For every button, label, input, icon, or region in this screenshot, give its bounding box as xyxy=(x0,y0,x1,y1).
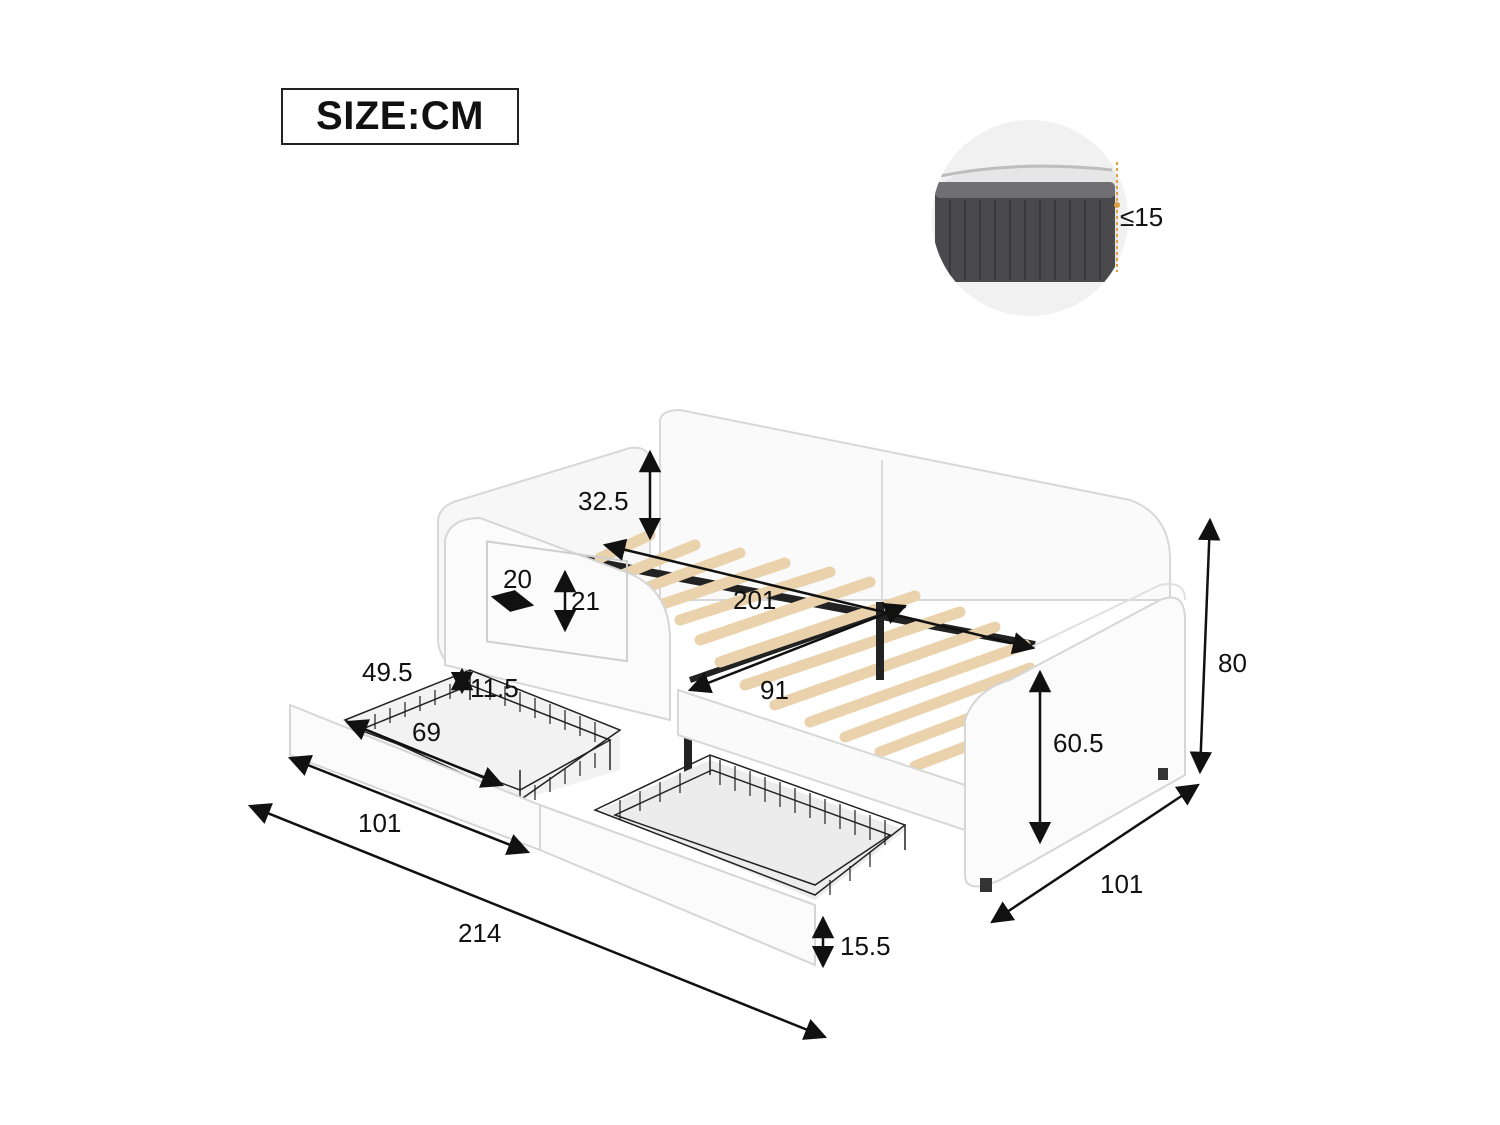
inner-width-label: 91 xyxy=(760,675,789,705)
total-length-label: 214 xyxy=(458,918,501,948)
drawer-inner-height-label: 11.5 xyxy=(470,673,519,703)
drawer-height-label: 15.5 xyxy=(840,931,891,961)
front-arm-height-label: 60.5 xyxy=(1053,728,1104,758)
drawer-inner-width-label: 49.5 xyxy=(362,657,413,687)
mattress-inset xyxy=(932,120,1128,316)
mattress-thickness-label: ≤15 xyxy=(1120,202,1163,232)
dimension-arrows xyxy=(247,449,1221,1040)
side-panel-height-label: 32.5 xyxy=(578,486,629,516)
unit-label-box: SIZE:CM xyxy=(281,88,519,145)
inner-length-label: 201 xyxy=(733,585,776,615)
drawer-length-label: 101 xyxy=(358,808,401,838)
total-height-label: 80 xyxy=(1218,648,1247,678)
drawer-inner-length-label: 69 xyxy=(412,717,441,747)
pocket-height-label: 21 xyxy=(571,586,600,616)
pocket-width-label: 20 xyxy=(503,564,532,594)
back-rest xyxy=(659,408,1171,601)
unit-label: SIZE:CM xyxy=(316,94,484,138)
total-depth-label: 101 xyxy=(1100,869,1143,899)
